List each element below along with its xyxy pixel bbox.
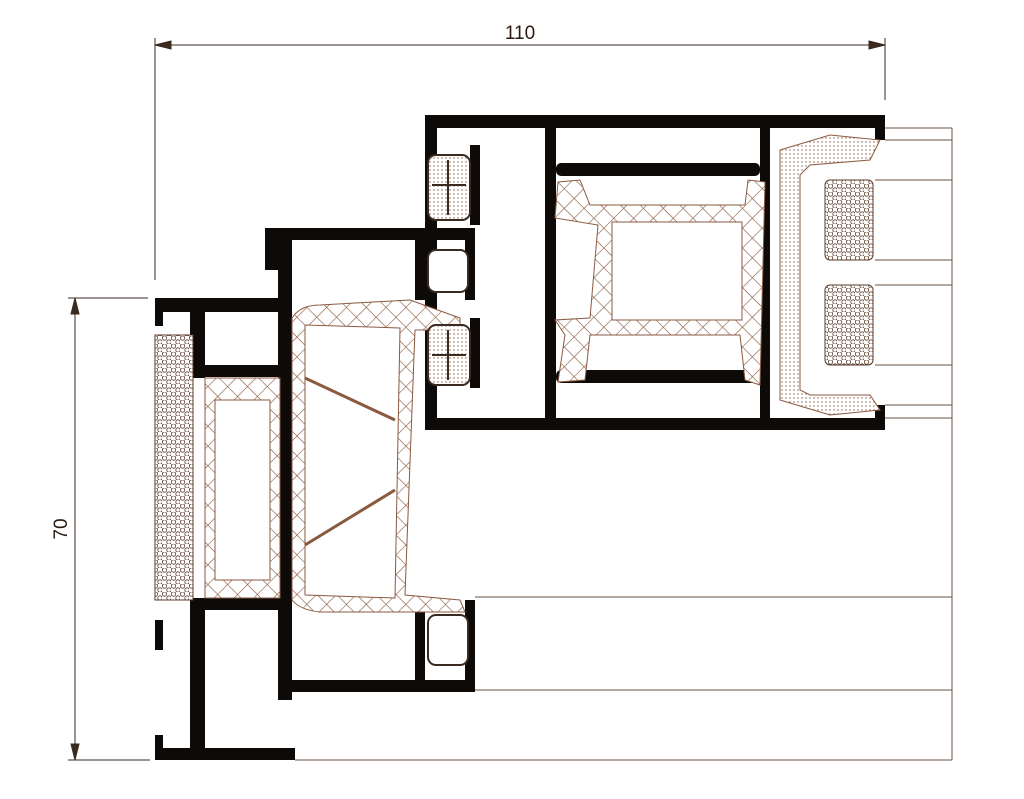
insulation-panel — [154, 334, 194, 601]
glass-spacer-bottom — [824, 284, 874, 366]
thermal-break-left — [204, 377, 281, 599]
seal-gaskets — [427, 154, 471, 666]
height-dimension-label: 70 — [51, 518, 72, 539]
thermal-break-right — [554, 179, 766, 386]
dimension-height — [68, 297, 150, 761]
frame-profile — [155, 228, 475, 760]
width-dimension-label: 110 — [505, 23, 535, 44]
glass-spacer-top — [824, 179, 874, 261]
dimension-width — [154, 38, 886, 280]
glazing-bead — [779, 134, 881, 416]
thermal-break-middle — [291, 299, 466, 613]
thermal-break-middle-ribs — [304, 376, 396, 547]
glass-and-wall-lines — [295, 127, 953, 761]
